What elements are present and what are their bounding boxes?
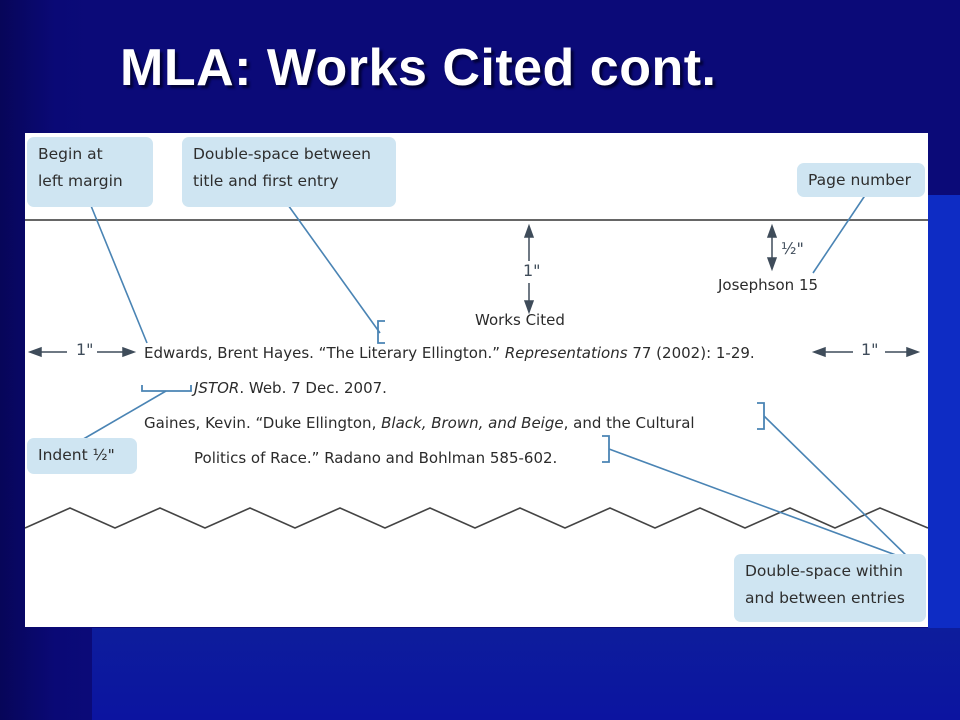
- slide-title: MLA: Works Cited cont.: [120, 39, 717, 97]
- callout-double-space-entries-line2: and between entries: [745, 589, 905, 607]
- callout-begin-margin-line2: left margin: [38, 172, 123, 190]
- callout-page-number: Page number: [797, 163, 925, 197]
- title-entry-bracket: [377, 320, 385, 344]
- right-margin-label: 1": [861, 340, 879, 359]
- leader-double-space-title: [282, 197, 381, 334]
- entry-1-line-2-italic: JSTOR: [194, 379, 240, 397]
- callout-double-space-title: Double-space between title and first ent…: [182, 137, 396, 207]
- entry-2-line-1-post: , and the Cultural: [563, 414, 695, 432]
- leader-lines: [79, 190, 913, 562]
- top-margin-label: 1": [523, 261, 541, 280]
- works-cited-diagram: Begin at left margin Double-space betwee…: [25, 133, 928, 627]
- callout-double-space-title-line2: title and first entry: [193, 172, 339, 190]
- half-inch-arrow: [766, 223, 778, 272]
- callout-indent: Indent ½": [27, 438, 137, 474]
- left-margin-arrow: [27, 346, 137, 358]
- callout-double-space-entries-line1: Double-space within: [745, 562, 903, 580]
- page-tear-zigzag: [25, 507, 928, 529]
- leader-indent: [79, 390, 167, 442]
- callout-double-space-title-line1: Double-space between: [193, 145, 371, 163]
- entry-2-line-1: Gaines, Kevin. “Duke Ellington, Black, B…: [144, 414, 695, 432]
- half-inch-label: ½": [781, 239, 804, 258]
- entry-1-line-1-italic: Representations: [504, 344, 628, 362]
- entry-bracket-1: [757, 402, 765, 430]
- entry-2-line-2: Politics of Race.” Radano and Bohlman 58…: [194, 449, 558, 467]
- leader-entries-2: [608, 448, 913, 562]
- left-margin-label: 1": [76, 340, 94, 359]
- callout-double-space-entries: Double-space within and between entries: [734, 554, 926, 622]
- entry-1-line-2-post: . Web. 7 Dec. 2007.: [239, 379, 387, 397]
- entry-2-line-1-pre: Gaines, Kevin. “Duke Ellington,: [144, 414, 382, 432]
- diagram-lines: [25, 190, 928, 562]
- indent-bracket: [141, 385, 192, 392]
- background-right-band: [928, 195, 960, 628]
- right-margin-arrow: [811, 346, 921, 358]
- top-margin-arrow: [523, 223, 535, 315]
- callout-indent-text: Indent ½": [38, 446, 115, 464]
- callout-page-number-text: Page number: [808, 171, 911, 189]
- callout-begin-margin-line1: Begin at: [38, 145, 103, 163]
- entry-1-line-2: JSTOR. Web. 7 Dec. 2007.: [194, 379, 387, 397]
- page-header: Josephson 15: [718, 276, 819, 294]
- entry-bracket-2: [602, 435, 610, 463]
- entry-2-line-1-italic: Black, Brown, and Beige: [381, 414, 564, 432]
- background-bottom-band: [92, 628, 960, 720]
- entry-1-line-1-pre: Edwards, Brent Hayes. “The Literary Elli…: [144, 344, 505, 362]
- entry-1-line-1-post: 77 (2002): 1-29.: [627, 344, 755, 362]
- leader-page-number: [812, 190, 869, 274]
- works-cited-heading: Works Cited: [475, 311, 565, 329]
- entry-1-line-1: Edwards, Brent Hayes. “The Literary Elli…: [144, 344, 755, 362]
- leader-entries-1: [763, 415, 913, 562]
- leader-begin-margin: [86, 195, 148, 344]
- callout-begin-margin: Begin at left margin: [27, 137, 153, 207]
